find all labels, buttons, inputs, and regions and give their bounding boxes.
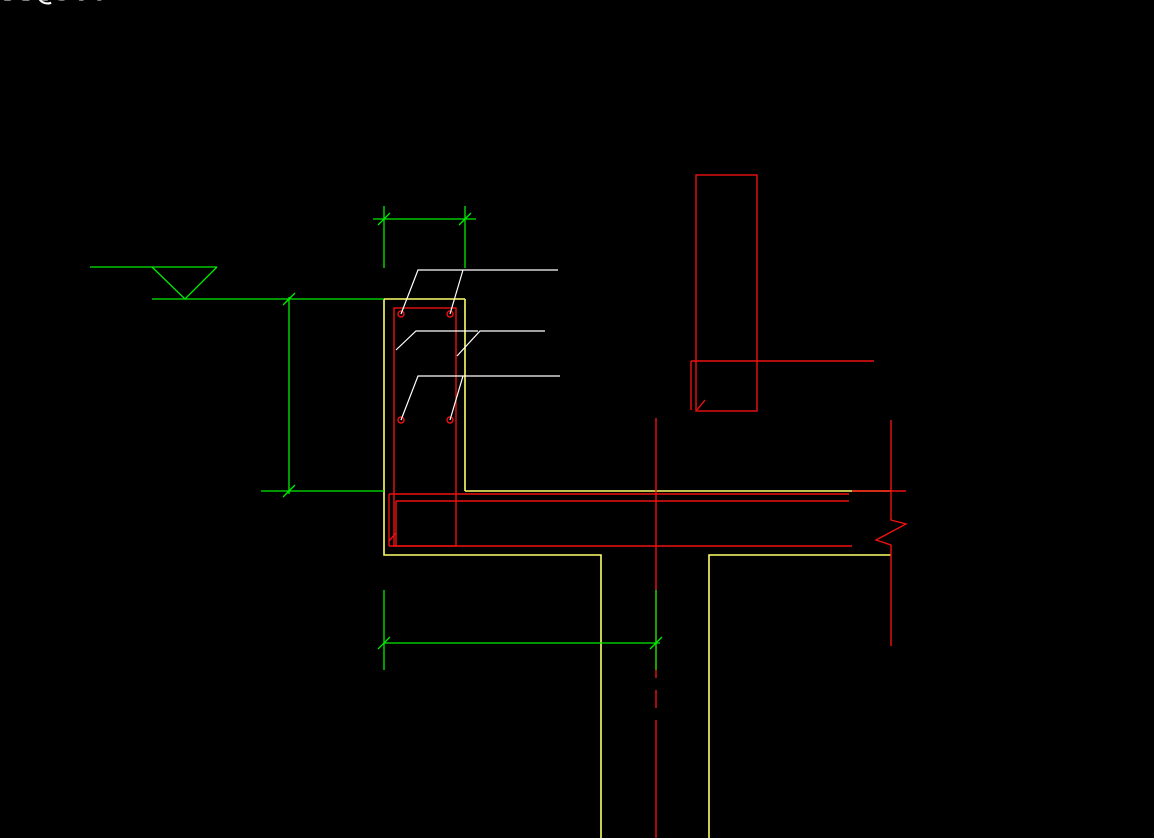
break-line: [874, 420, 908, 646]
leader-top-bars: [400, 269, 558, 315]
top-bars-label: 2Φ8: [0, 0, 54, 8]
dim-350-tick-top: [282, 292, 296, 306]
elevation-label: 5.250: [0, 0, 90, 8]
rebar-top-right: [446, 310, 454, 318]
dimensioning: [90, 206, 663, 670]
dim-500-label: 500: [0, 0, 54, 8]
rebar-bottom-left: [397, 416, 405, 424]
elevation-triangle: [151, 266, 218, 300]
bottom-bars-label: 2Φ8: [0, 0, 54, 8]
upper-wall-section: [695, 174, 758, 412]
leader-lines: [395, 269, 560, 421]
stirrups-label: Φ8@200: [0, 0, 108, 8]
reinforcement: [388, 174, 908, 838]
slab-bar-hook: [388, 532, 397, 542]
concrete-outline: [383, 298, 891, 838]
rebar-bottom-right: [446, 416, 454, 424]
dim-350-label: 350: [0, 0, 54, 8]
dim-150-tick-left: [377, 212, 391, 226]
upstand-and-slab-outline: [383, 299, 891, 838]
rebar-points: [397, 310, 454, 424]
upper-wall-bar-hook: [696, 399, 706, 411]
dim-350-tick-bottom: [282, 484, 296, 498]
dim-150-label: 150: [0, 0, 54, 8]
dim-500-tick-left: [377, 636, 391, 650]
leader-bottom-bars: [400, 375, 560, 421]
leader-stirrups: [395, 330, 545, 357]
rebar-top-left: [397, 310, 405, 318]
dim-500-tick-right: [649, 636, 663, 650]
dim-150-tick-right: [458, 212, 472, 226]
